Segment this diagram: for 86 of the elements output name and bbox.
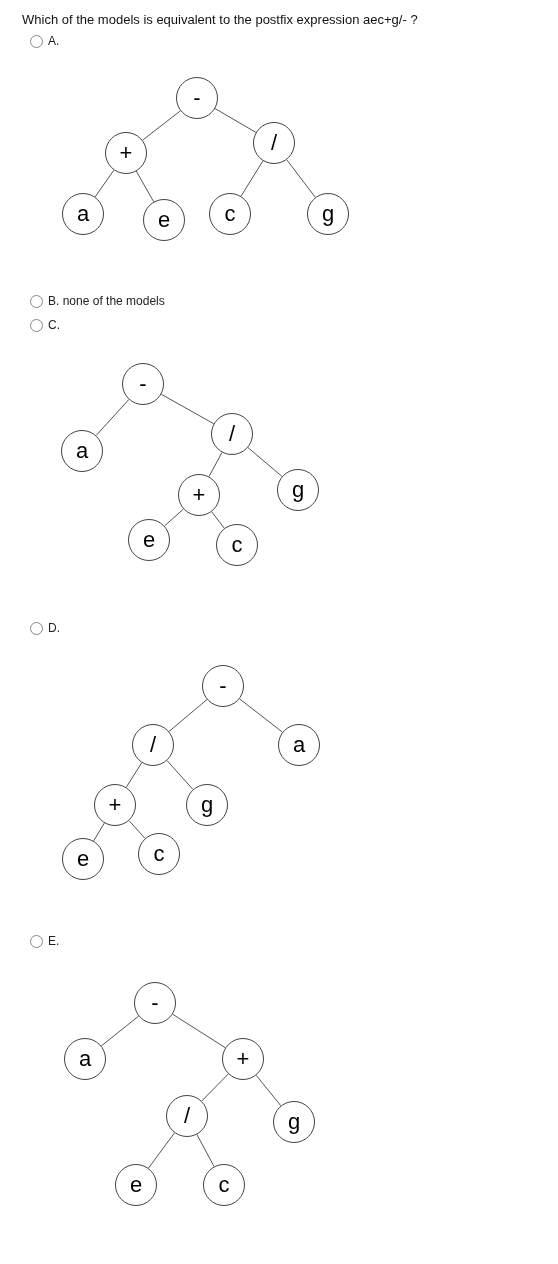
node-symbol: - bbox=[193, 87, 201, 109]
node-symbol: c bbox=[231, 534, 243, 556]
tree-edge bbox=[255, 1074, 282, 1107]
tree-edge bbox=[135, 170, 155, 203]
node-symbol: / bbox=[270, 132, 278, 154]
tree-node-circle bbox=[202, 665, 244, 707]
tree-node-circle bbox=[64, 1038, 106, 1080]
tree-edge bbox=[247, 447, 283, 477]
tree-edge bbox=[93, 822, 105, 842]
tree-edge bbox=[240, 160, 264, 197]
tree-edge bbox=[166, 760, 194, 790]
tree-node-circle bbox=[273, 1101, 315, 1143]
tree-node-circle bbox=[62, 193, 104, 235]
node-symbol: g bbox=[321, 203, 335, 225]
node-symbol: / bbox=[228, 423, 236, 445]
node-symbol: - bbox=[139, 373, 147, 395]
tree-node-circle bbox=[115, 1164, 157, 1206]
node-symbol: e bbox=[157, 209, 171, 231]
tree-node-circle bbox=[105, 132, 147, 174]
tree-edge bbox=[125, 762, 143, 788]
node-symbol: g bbox=[200, 794, 214, 816]
tree-edge bbox=[148, 1132, 175, 1169]
tree-node-circle bbox=[166, 1095, 208, 1137]
tree-edge bbox=[214, 108, 257, 133]
tree-edge bbox=[201, 1073, 229, 1102]
node-symbol: e bbox=[129, 1174, 143, 1196]
tree-node-circle bbox=[253, 122, 295, 164]
question-text: Which of the models is equivalent to the postfix expression aec+g/- ? bbox=[22, 12, 418, 27]
tree-node-circle bbox=[216, 524, 258, 566]
node-symbol: e bbox=[76, 848, 90, 870]
tree-node-circle bbox=[211, 413, 253, 455]
tree-node-circle bbox=[186, 784, 228, 826]
tree-node-circle bbox=[143, 199, 185, 241]
tree-edge bbox=[211, 511, 225, 529]
tree-edge bbox=[160, 393, 215, 425]
tree-node-circle bbox=[222, 1038, 264, 1080]
node-symbol: c bbox=[224, 203, 236, 225]
tree-edge bbox=[142, 110, 181, 141]
node-symbol: a bbox=[76, 203, 90, 225]
node-symbol: a bbox=[78, 1048, 92, 1070]
tree-node-circle bbox=[132, 724, 174, 766]
tree-edge bbox=[100, 1015, 140, 1047]
tree-node-circle bbox=[278, 724, 320, 766]
tree-edge bbox=[95, 399, 130, 436]
tree-edge bbox=[168, 699, 208, 732]
option-label: D. bbox=[48, 621, 60, 635]
tree-edge bbox=[172, 1013, 226, 1049]
tree-node-circle bbox=[61, 430, 103, 472]
tree-node-circle bbox=[307, 193, 349, 235]
node-symbol: + bbox=[119, 142, 133, 164]
tree-node-circle bbox=[203, 1164, 245, 1206]
tree-node-circle bbox=[176, 77, 218, 119]
tree-edge bbox=[286, 159, 316, 198]
option-label: C. bbox=[48, 318, 60, 332]
node-symbol: c bbox=[153, 843, 165, 865]
tree-edge bbox=[128, 820, 146, 839]
node-symbol: / bbox=[183, 1105, 191, 1127]
tree-edge bbox=[196, 1134, 215, 1167]
tree-node-circle bbox=[122, 363, 164, 405]
node-symbol: e bbox=[142, 529, 156, 551]
tree-node-circle bbox=[209, 193, 251, 235]
tree-edge bbox=[94, 169, 115, 198]
node-symbol: + bbox=[236, 1048, 250, 1070]
tree-node-circle bbox=[94, 784, 136, 826]
tree-node-circle bbox=[178, 474, 220, 516]
node-symbol: - bbox=[151, 992, 159, 1014]
node-symbol: - bbox=[219, 675, 227, 697]
node-symbol: g bbox=[291, 479, 305, 501]
tree-node-circle bbox=[277, 469, 319, 511]
tree-node-circle bbox=[62, 838, 104, 880]
tree-node-circle bbox=[134, 982, 176, 1024]
option-label: B. none of the models bbox=[48, 294, 165, 308]
node-symbol: a bbox=[75, 440, 89, 462]
node-symbol: + bbox=[192, 484, 206, 506]
node-symbol: + bbox=[108, 794, 122, 816]
tree-node-circle bbox=[138, 833, 180, 875]
tree-edge bbox=[164, 508, 184, 527]
node-symbol: g bbox=[287, 1111, 301, 1133]
option-label: A. bbox=[48, 34, 60, 48]
tree-node-circle bbox=[128, 519, 170, 561]
tree-edge bbox=[208, 451, 223, 478]
tree-edge bbox=[239, 698, 283, 733]
node-symbol: / bbox=[149, 734, 157, 756]
node-symbol: a bbox=[292, 734, 306, 756]
node-symbol: c bbox=[218, 1174, 230, 1196]
option-label: E. bbox=[48, 934, 60, 948]
